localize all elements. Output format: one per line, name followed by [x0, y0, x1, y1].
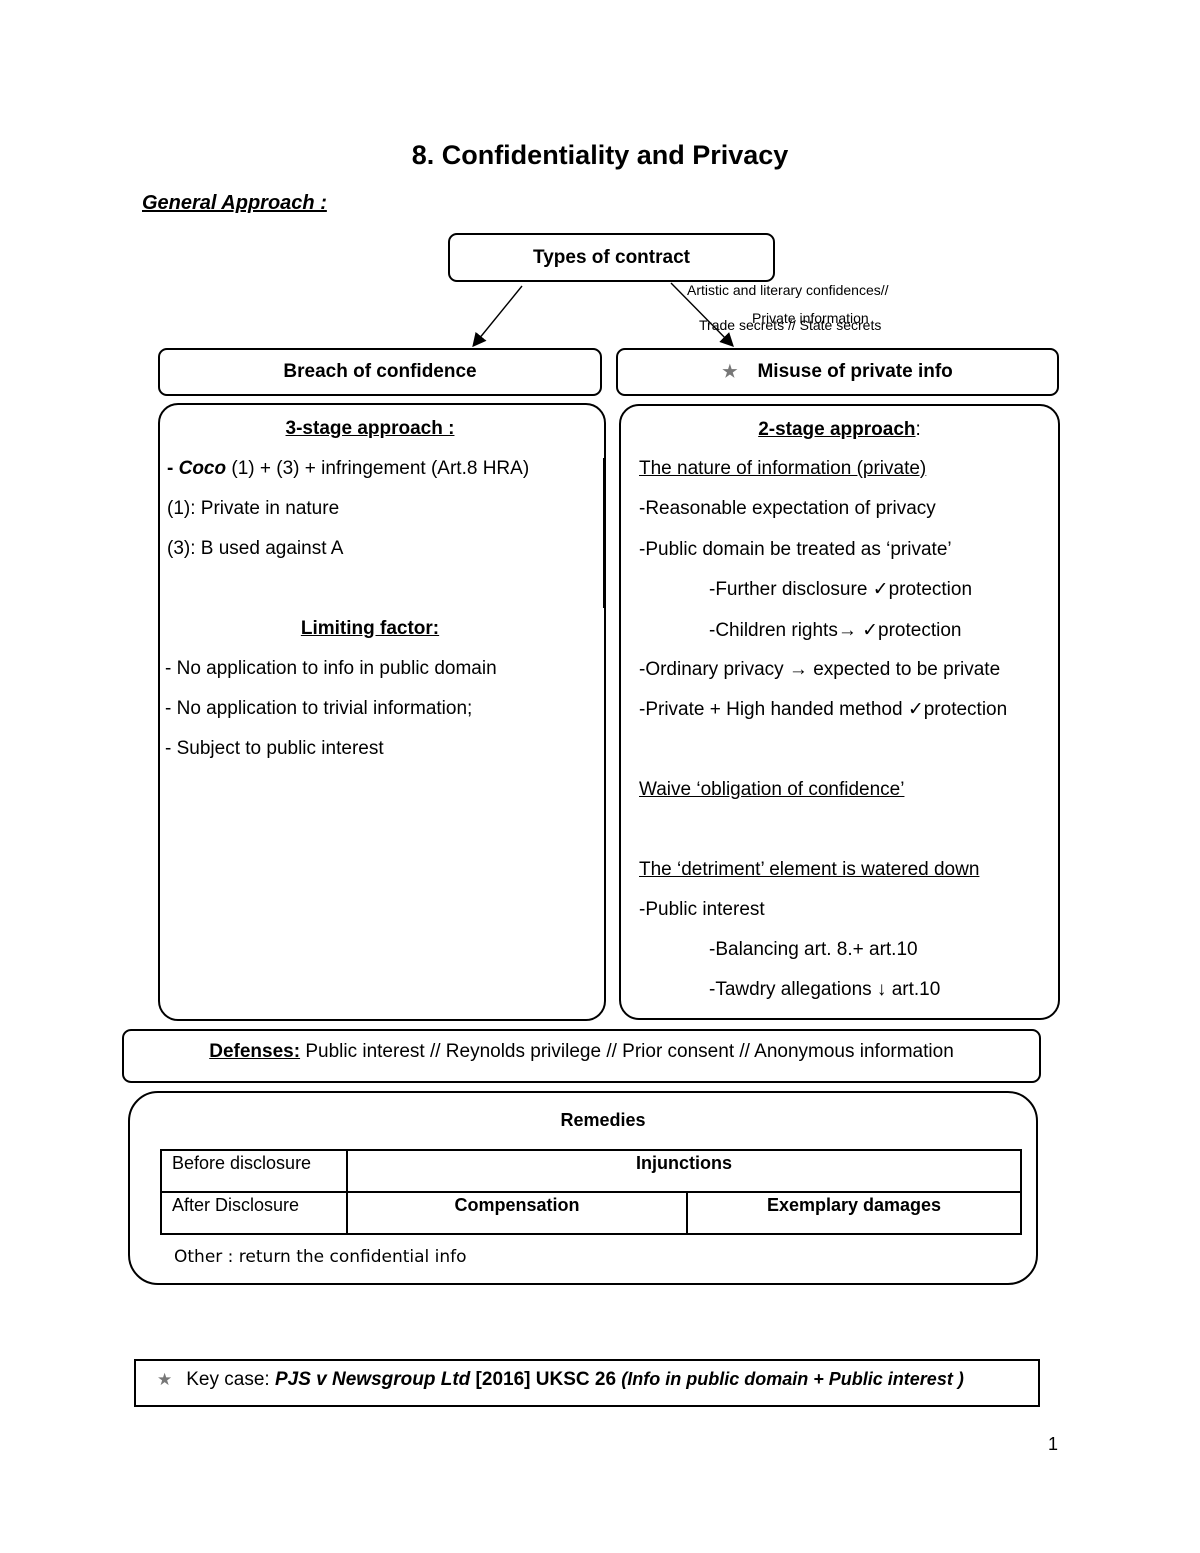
defenses-box	[122, 1029, 1041, 1083]
stage-1-item: (1): Private in nature	[167, 498, 340, 519]
arrow-left	[472, 285, 523, 348]
table-row: Before disclosure Injunctions	[160, 1149, 1022, 1193]
right-item-high-handed: -Private + High handed method ✓protectio…	[639, 698, 1007, 721]
panel-edge-mark	[603, 458, 606, 608]
coco-line: - Coco (1) + (3) + infringement (Art.8 H…	[167, 458, 529, 480]
types-of-contract-label: Types of contract	[533, 246, 690, 268]
remedies-other: Other : return the confidential info	[174, 1247, 467, 1267]
down-arrow-icon: ↓	[876, 979, 887, 1000]
key-case-line: ★ Key case: PJS v Newsgroup Ltd [2016] UK…	[157, 1369, 964, 1391]
key-case-citation: [2016] UKSC 26	[470, 1369, 622, 1390]
right-arrow-icon: →	[788, 659, 808, 680]
nature-heading: The nature of information (private)	[639, 458, 927, 479]
table-cell: After Disclosure	[160, 1191, 348, 1235]
right-item-children-rights: -Children rights→ ✓protection	[709, 619, 961, 642]
protection-text: protection	[888, 579, 973, 600]
table-cell: Injunctions	[346, 1149, 1022, 1193]
protection-text: protection	[878, 620, 962, 641]
remedies-title: Remedies	[560, 1110, 646, 1130]
high-handed-text: -Private + High handed method	[639, 699, 908, 720]
table-row: After Disclosure Compensation Exemplary …	[160, 1191, 1022, 1235]
arrow-right	[670, 282, 734, 347]
check-icon: ✓	[907, 699, 924, 720]
table-cell: Before disclosure	[160, 1149, 348, 1193]
art10-text: art.10	[886, 979, 941, 1000]
right-arrow-icon: →	[837, 620, 857, 641]
coco-case-name: Coco	[178, 458, 227, 479]
right-item: -Public domain be treated as ‘private’	[639, 539, 952, 560]
detriment-heading: The ‘detriment’ element is watered down	[639, 859, 980, 880]
limit-item: - No application to info in public domai…	[165, 658, 497, 679]
right-item-tawdry: -Tawdry allegations ↓ art.10	[709, 979, 940, 1001]
ordinary-privacy-text: -Ordinary privacy	[639, 659, 789, 680]
children-rights-text: -Children rights	[709, 620, 838, 641]
check-icon: ✓	[862, 620, 879, 641]
protection-text: protection	[923, 699, 1008, 720]
page-number: 1	[1048, 1434, 1059, 1454]
tawdry-text: -Tawdry allegations	[709, 979, 877, 1000]
page-title: 8. Confidentiality and Privacy	[411, 140, 789, 170]
right-item-ordinary-privacy: -Ordinary privacy → expected to be priva…	[639, 659, 1000, 681]
two-stage-heading: 2-stage approach	[758, 419, 916, 440]
key-case-name: PJS v Newsgroup Ltd	[274, 1369, 471, 1390]
two-stage-colon: :	[915, 419, 921, 440]
types-of-contract-box: Types of contract	[448, 233, 775, 282]
key-case-box	[134, 1359, 1040, 1407]
key-case-note: (Info in public domain + Public interest…	[621, 1369, 964, 1389]
defenses-line: Defenses: Public interest // Reynolds pr…	[122, 1041, 1041, 1063]
right-item: -Public interest	[639, 899, 765, 920]
defenses-text: Public interest // Reynolds privilege //…	[300, 1041, 954, 1062]
right-item-further-disclosure: -Further disclosure ✓protection	[709, 578, 972, 601]
further-disclosure-text: -Further disclosure	[709, 579, 873, 600]
limiting-factor-heading: Limiting factor:	[300, 618, 440, 639]
table-cell: Compensation	[346, 1191, 688, 1235]
table-cell: Exemplary damages	[686, 1191, 1022, 1235]
expected-private-text: expected to be private	[807, 659, 1001, 680]
limit-item: - Subject to public interest	[165, 738, 384, 759]
arrow-note-2: Private information	[752, 310, 869, 326]
waive-heading: Waive ‘obligation of confidence’	[639, 779, 905, 800]
three-stage-heading: 3-stage approach :	[285, 418, 455, 439]
star-icon: ★	[157, 1370, 173, 1389]
star-icon: ★	[722, 362, 738, 381]
breach-of-confidence-box: Breach of confidence	[158, 348, 602, 396]
right-panel	[619, 404, 1060, 1020]
right-item: -Reasonable expectation of privacy	[639, 498, 936, 519]
key-case-prefix: Key case:	[186, 1369, 275, 1390]
coco-dash: -	[167, 458, 179, 479]
remedies-table: Before disclosure Injunctions After Disc…	[160, 1149, 1022, 1235]
misuse-of-private-info-label: Misuse of private info	[757, 361, 953, 382]
breach-of-confidence-label: Breach of confidence	[283, 361, 477, 382]
diagram-arrows	[472, 282, 734, 348]
coco-rest: (1) + (3) + infringement (Art.8 HRA)	[226, 458, 530, 479]
limit-item: - No application to trivial information;	[165, 698, 473, 719]
left-panel	[158, 403, 606, 1021]
arrow-note-1: Artistic and literary confidences//	[687, 282, 889, 298]
section-subtitle: General Approach :	[142, 192, 327, 214]
right-item: -Balancing art. 8.+ art.10	[709, 939, 918, 960]
two-stage-heading-line: 2-stage approach:	[619, 419, 1060, 441]
stage-3-item: (3): B used against A	[167, 538, 344, 559]
defenses-label: Defenses:	[209, 1041, 301, 1062]
misuse-of-private-info-box: ★ Misuse of private info	[616, 348, 1059, 396]
arrow-note-3: Trade secrets // State secrets	[699, 317, 882, 333]
check-icon: ✓	[872, 579, 889, 600]
